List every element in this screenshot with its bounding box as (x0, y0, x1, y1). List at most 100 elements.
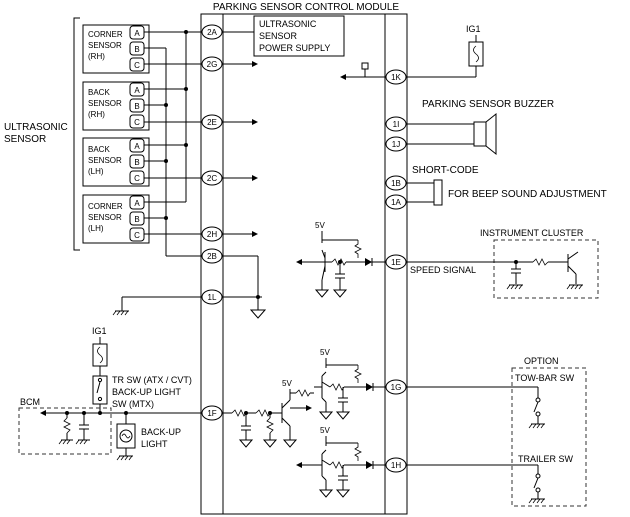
terminal-1e: 1E (385, 254, 407, 270)
tr-switch: TR SW (ATX / CVT) BACK-UP LIGHT SW (MTX) (92, 375, 192, 413)
svg-text:A: A (134, 199, 140, 208)
ground-1l (112, 295, 262, 316)
right-terminals: 1K 1I 1J 1B 1A 1E 1G 1H (385, 69, 407, 473)
short-code-connector: SHORT-CODE FOR BEEP SOUND ADJUSTMENT (406, 165, 607, 206)
sensor-back-rh: BACK SENSOR (RH) A B C (82, 81, 150, 131)
ig1-fuse-left: IG1 (92, 326, 108, 376)
svg-text:SENSOR: SENSOR (88, 213, 122, 222)
svg-text:SENSOR: SENSOR (88, 41, 122, 50)
svg-text:A: A (134, 86, 140, 95)
tr-sw-label-2: BACK-UP LIGHT (112, 387, 181, 397)
ig1-top-label: IG1 (466, 24, 481, 34)
terminal-1l: 1L (201, 289, 223, 305)
buzzer-label: PARKING SENSOR BUZZER (422, 99, 554, 110)
svg-text:1H: 1H (391, 461, 401, 470)
svg-text:2A: 2A (207, 28, 217, 37)
backup-light-label-1: BACK-UP (141, 427, 181, 437)
svg-text:(LH): (LH) (88, 224, 104, 233)
power-supply-label-1: ULTRASONIC (259, 19, 317, 29)
sensor-corner-lh: CORNER SENSOR (LH) A B C (82, 194, 150, 244)
ig1-fuse-top: IG1 (340, 24, 484, 80)
svg-text:C: C (134, 118, 140, 127)
bcm: BCM (18, 397, 202, 455)
terminal-2c: 2C (201, 170, 223, 186)
svg-text:1A: 1A (391, 198, 401, 207)
option-label: OPTION (524, 356, 559, 366)
svg-text:SENSOR: SENSOR (88, 99, 122, 108)
terminal-2h: 2H (201, 226, 223, 242)
short-code-label: SHORT-CODE (412, 165, 479, 176)
tr-sw-label-3: SW (MTX) (112, 399, 154, 409)
svg-text:2B: 2B (207, 252, 217, 261)
beep-adjust-label: FOR BEEP SOUND ADJUSTMENT (448, 189, 607, 200)
svg-text:2G: 2G (207, 60, 218, 69)
svg-text:(RH): (RH) (88, 110, 105, 119)
option-switches: OPTION TOW-BAR SW TRAILER SW (406, 356, 587, 507)
svg-text:1E: 1E (391, 258, 401, 267)
control-module-body (200, 13, 408, 515)
terminal-2b: 2B (201, 248, 223, 264)
terminal-2e: 2E (201, 114, 223, 130)
instrument-cluster: INSTRUMENT CLUSTER SPEED SIGNAL (406, 228, 599, 299)
svg-text:C: C (134, 61, 140, 70)
terminal-1f: 1F (201, 405, 223, 421)
buzzer: PARKING SENSOR BUZZER (406, 99, 554, 156)
power-supply-label-2: SENSOR (259, 31, 298, 41)
svg-text:BACK: BACK (88, 88, 110, 97)
sensor-corner-rh: CORNER SENSOR (RH) A B C (82, 24, 150, 74)
svg-text:BACK: BACK (88, 145, 110, 154)
sensor-back-lh: BACK SENSOR (LH) A B C (82, 137, 150, 187)
svg-text:A: A (134, 142, 140, 151)
svg-text:1G: 1G (391, 383, 402, 392)
svg-text:C: C (134, 231, 140, 240)
ig1-left-label: IG1 (92, 326, 107, 336)
ultrasonic-sensor-label-2: SENSOR (4, 134, 46, 145)
trailer-input-circuit: 5V (296, 426, 386, 498)
svg-text:(LH): (LH) (88, 167, 104, 176)
svg-text:1B: 1B (391, 179, 401, 188)
trailer-sw-label: TRAILER SW (518, 454, 574, 464)
speed-signal-label: SPEED SIGNAL (410, 265, 476, 275)
terminal-2g: 2G (201, 56, 223, 72)
terminal-1b: 1B (385, 175, 407, 191)
svg-text:B: B (134, 102, 139, 111)
svg-text:B: B (134, 45, 139, 54)
vcc-label-1h: 5V (320, 426, 330, 435)
terminal-1j: 1J (385, 136, 407, 152)
instrument-cluster-label: INSTRUMENT CLUSTER (480, 228, 584, 238)
svg-text:C: C (134, 174, 140, 183)
svg-text:CORNER: CORNER (88, 30, 123, 39)
terminal-1i: 1I (385, 116, 407, 132)
sensor-group-bracket (73, 17, 80, 251)
vcc-label-1g: 5V (320, 348, 330, 357)
svg-text:SENSOR: SENSOR (88, 156, 122, 165)
svg-text:(RH): (RH) (88, 52, 105, 61)
svg-text:1L: 1L (208, 293, 217, 302)
terminal-1a: 1A (385, 194, 407, 210)
left-terminals: 2A 2G 2E 2C 2H 2B 1L 1F (201, 24, 223, 421)
svg-text:2E: 2E (207, 118, 217, 127)
speed-input-circuit: 5V (296, 221, 386, 298)
svg-text:1J: 1J (392, 140, 400, 149)
svg-text:1K: 1K (391, 73, 401, 82)
vcc-label-1f: 5V (282, 379, 292, 388)
backup-light: BACK-UP LIGHT (116, 411, 181, 461)
power-supply-label-3: POWER SUPPLY (259, 43, 330, 53)
backup-light-label-2: LIGHT (141, 439, 168, 449)
terminal-1g: 1G (385, 379, 407, 395)
power-supply-box: ULTRASONIC SENSOR POWER SUPPLY (253, 15, 345, 57)
terminal-2a: 2A (201, 24, 223, 40)
tr-sw-label-1: TR SW (ATX / CVT) (112, 375, 192, 385)
ultrasonic-sensor-label-1: ULTRASONIC (4, 122, 68, 133)
reverse-input-circuit: 5V (222, 379, 314, 448)
svg-text:2H: 2H (207, 230, 217, 239)
towbar-input-circuit: 5V (314, 348, 386, 420)
svg-text:1I: 1I (393, 120, 400, 129)
vcc-label-1e: 5V (315, 221, 325, 230)
svg-text:CORNER: CORNER (88, 202, 123, 211)
bcm-label: BCM (20, 397, 40, 407)
svg-text:A: A (134, 29, 140, 38)
sensor-wiring (144, 30, 267, 319)
terminal-1h: 1H (385, 457, 407, 473)
